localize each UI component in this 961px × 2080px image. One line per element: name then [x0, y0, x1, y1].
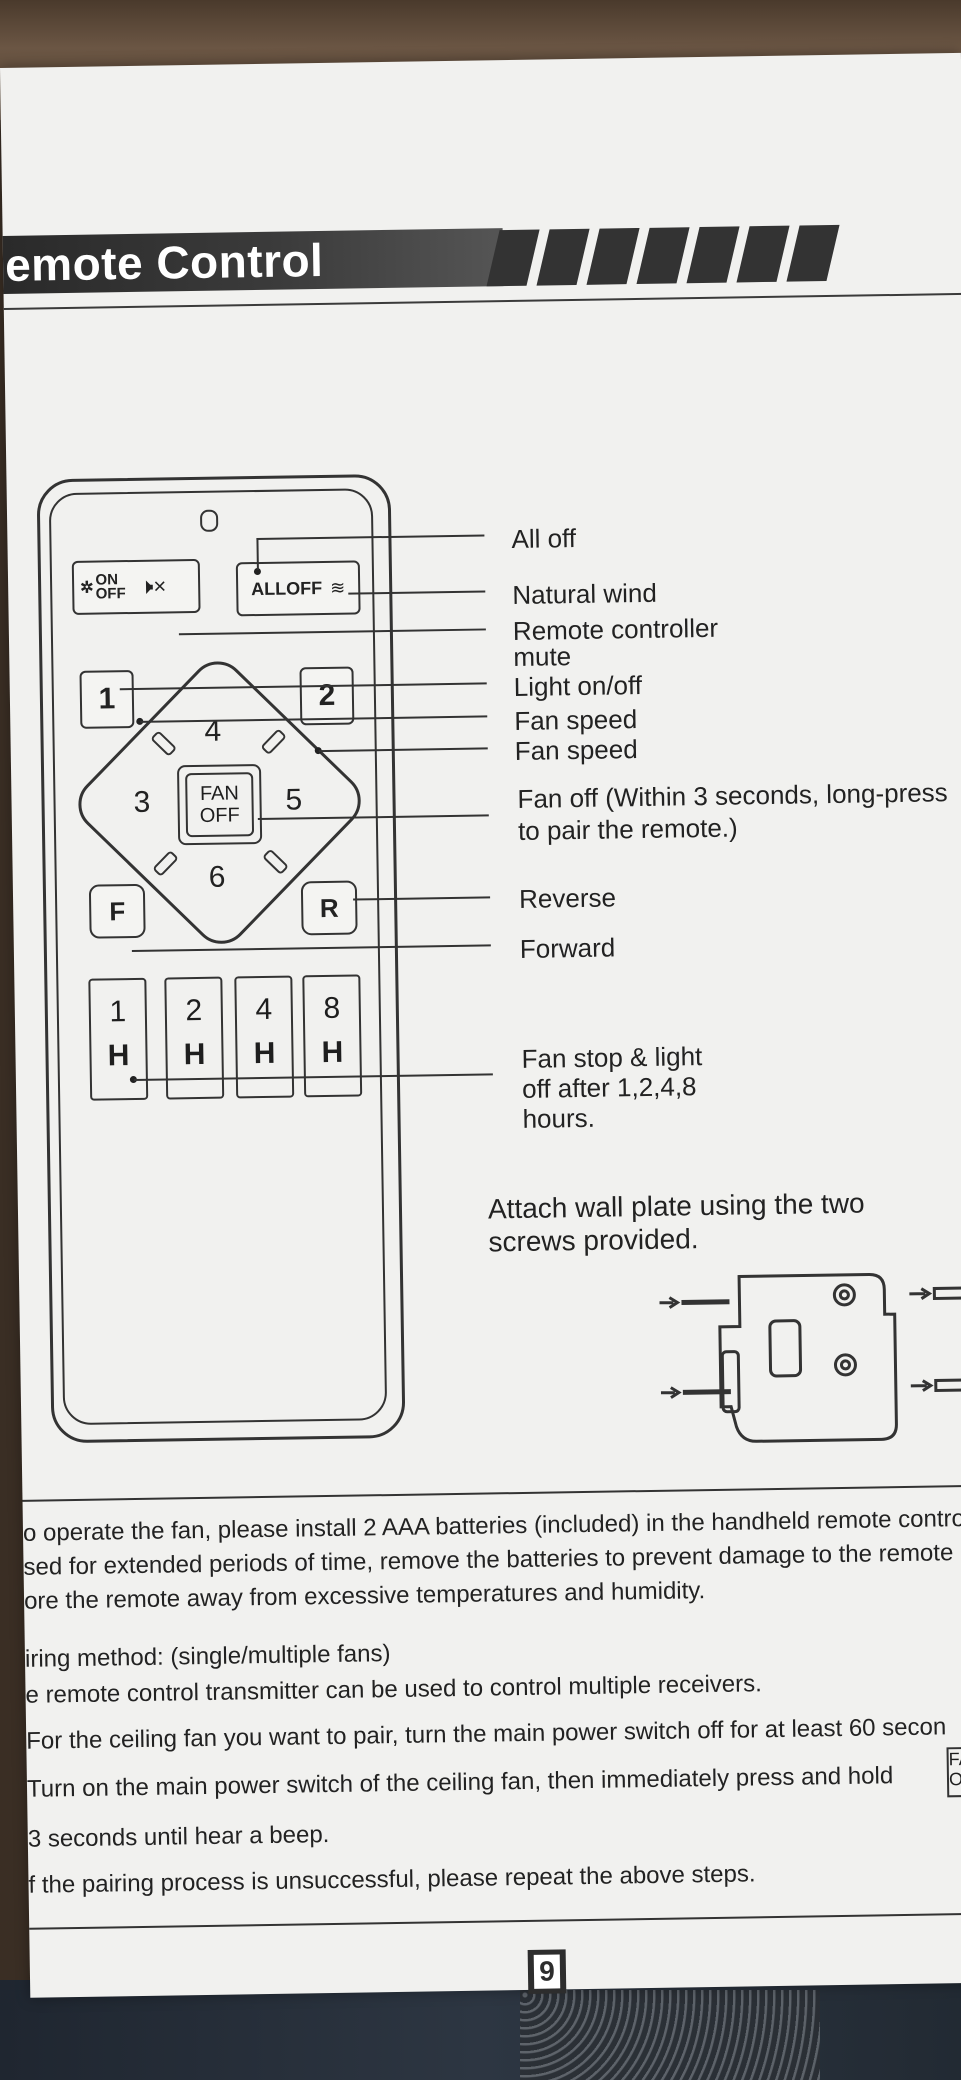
page-title: emote Control: [4, 233, 324, 291]
banner-stripe: [686, 226, 740, 284]
callout-timer-line3: hours.: [522, 1102, 596, 1134]
divider: [29, 1912, 961, 1930]
divider: [22, 1484, 961, 1502]
callout-mute-line1: Remote controller: [512, 612, 719, 647]
pairing-intro: e remote control transmitter can be used…: [25, 1670, 763, 1709]
callout-fan-speed-a: Fan speed: [514, 704, 638, 737]
callout-timer-line1: Fan stop & light: [521, 1041, 703, 1074]
wind-icon: ≋: [329, 577, 346, 598]
mute-icon: 🕨×: [139, 573, 167, 599]
callout-forward: Forward: [519, 932, 616, 964]
banner-stripe: [636, 227, 690, 285]
speed-6-label: 6: [208, 860, 226, 894]
pairing-step-3: f the pairing process is unsuccessful, p…: [28, 1860, 756, 1899]
timer-button-1h: 1 H: [88, 977, 149, 1101]
page-number: 9: [527, 1949, 567, 1994]
forward-button: F: [88, 883, 146, 939]
banner-stripe: [786, 224, 840, 282]
reverse-button: R: [300, 880, 358, 936]
remote-inner-outline: [48, 488, 388, 1426]
banner-stripe: [736, 225, 790, 283]
timer-button-8h: 8 H: [302, 974, 363, 1098]
light-power-button: ✲ ON OFF 🕨×: [71, 558, 201, 615]
battery-line-3: ore the remote away from excessive tempe…: [23, 1577, 706, 1615]
inline-fan-off-symbol: FAN OFF: [946, 1746, 961, 1798]
timer-button-4h: 4 H: [234, 975, 295, 1099]
pairing-step-1: For the ceiling fan you want to pair, tu…: [26, 1713, 947, 1755]
wall-plate-note: Attach wall plate using the two screws p…: [487, 1187, 865, 1258]
timer-button-2h: 2 H: [164, 976, 225, 1100]
led-indicator: [199, 509, 219, 532]
pairing-step-2-cont: 3 seconds until hear a beep.: [27, 1821, 330, 1853]
pairing-step-2: Turn on the main power switch of the cei…: [26, 1762, 894, 1803]
pairing-heading: iring method: (single/multiple fans): [24, 1640, 391, 1673]
speed-3-label: 3: [133, 785, 151, 819]
callout-light: Light on/off: [513, 669, 643, 703]
fan-off-button: FAN OFF: [185, 772, 255, 838]
sun-icon: ✲: [80, 579, 94, 597]
wall-plate-illustration: [659, 1272, 961, 1443]
callout-fan-speed-b: Fan speed: [514, 734, 638, 766]
reverse-rotate-icon: R: [319, 892, 339, 923]
light-button-2: 2: [299, 666, 355, 726]
callout-reverse: Reverse: [518, 882, 617, 914]
mesh-object: [520, 1990, 820, 2080]
callout-mute-line2: mute: [513, 641, 572, 673]
callout-fan-off-line1: Fan off (Within 3 seconds, long-press: [517, 777, 948, 814]
light-button-1: 1: [79, 669, 135, 729]
callout-all-off: All off: [511, 523, 577, 555]
speed-5-label: 5: [285, 783, 303, 817]
banner-stripe: [586, 227, 640, 285]
divider: [3, 292, 961, 310]
forward-rotate-icon: F: [109, 895, 126, 926]
manual-page: emote Control ✲ ON OFF 🕨× ALLOFF ≋ 1 2 4…: [0, 52, 961, 1998]
callout-natural-wind: Natural wind: [512, 577, 658, 611]
callout-fan-off-line2: to pair the remote.): [517, 812, 738, 846]
banner-stripe: [536, 228, 590, 286]
callout-timer-line2: off after 1,2,4,8: [521, 1071, 697, 1104]
